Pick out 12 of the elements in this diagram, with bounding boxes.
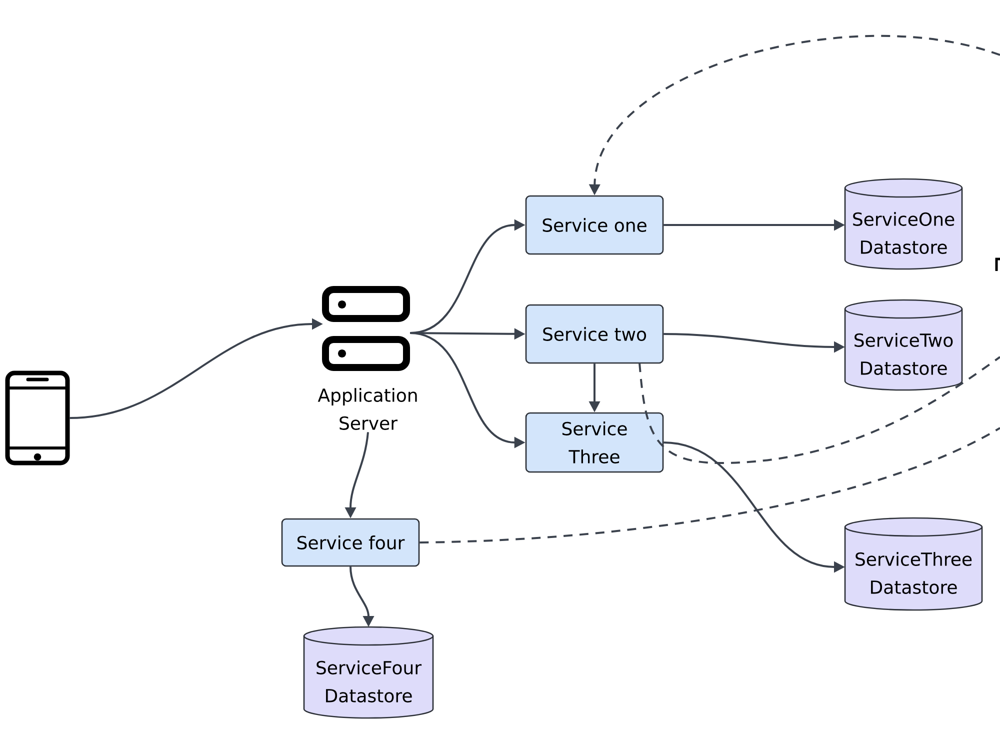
connector-line bbox=[420, 427, 1000, 544]
process-box: Service one bbox=[525, 195, 664, 255]
process-box: Service two bbox=[525, 304, 664, 364]
process-box: Service Three bbox=[525, 412, 664, 473]
node-label: Application Server bbox=[318, 388, 417, 430]
connector-line bbox=[638, 356, 1000, 464]
datastore-cylinder: ServiceOne Datastore bbox=[844, 178, 963, 270]
datastore-cylinder: ServiceThree Datastore bbox=[844, 517, 983, 611]
phone-icon bbox=[5, 370, 70, 466]
datastore-cylinder: ServiceFour Datastore bbox=[303, 626, 434, 719]
process-box: Service four bbox=[281, 518, 420, 567]
datastore-cylinder: ServiceTwo Datastore bbox=[844, 299, 963, 391]
